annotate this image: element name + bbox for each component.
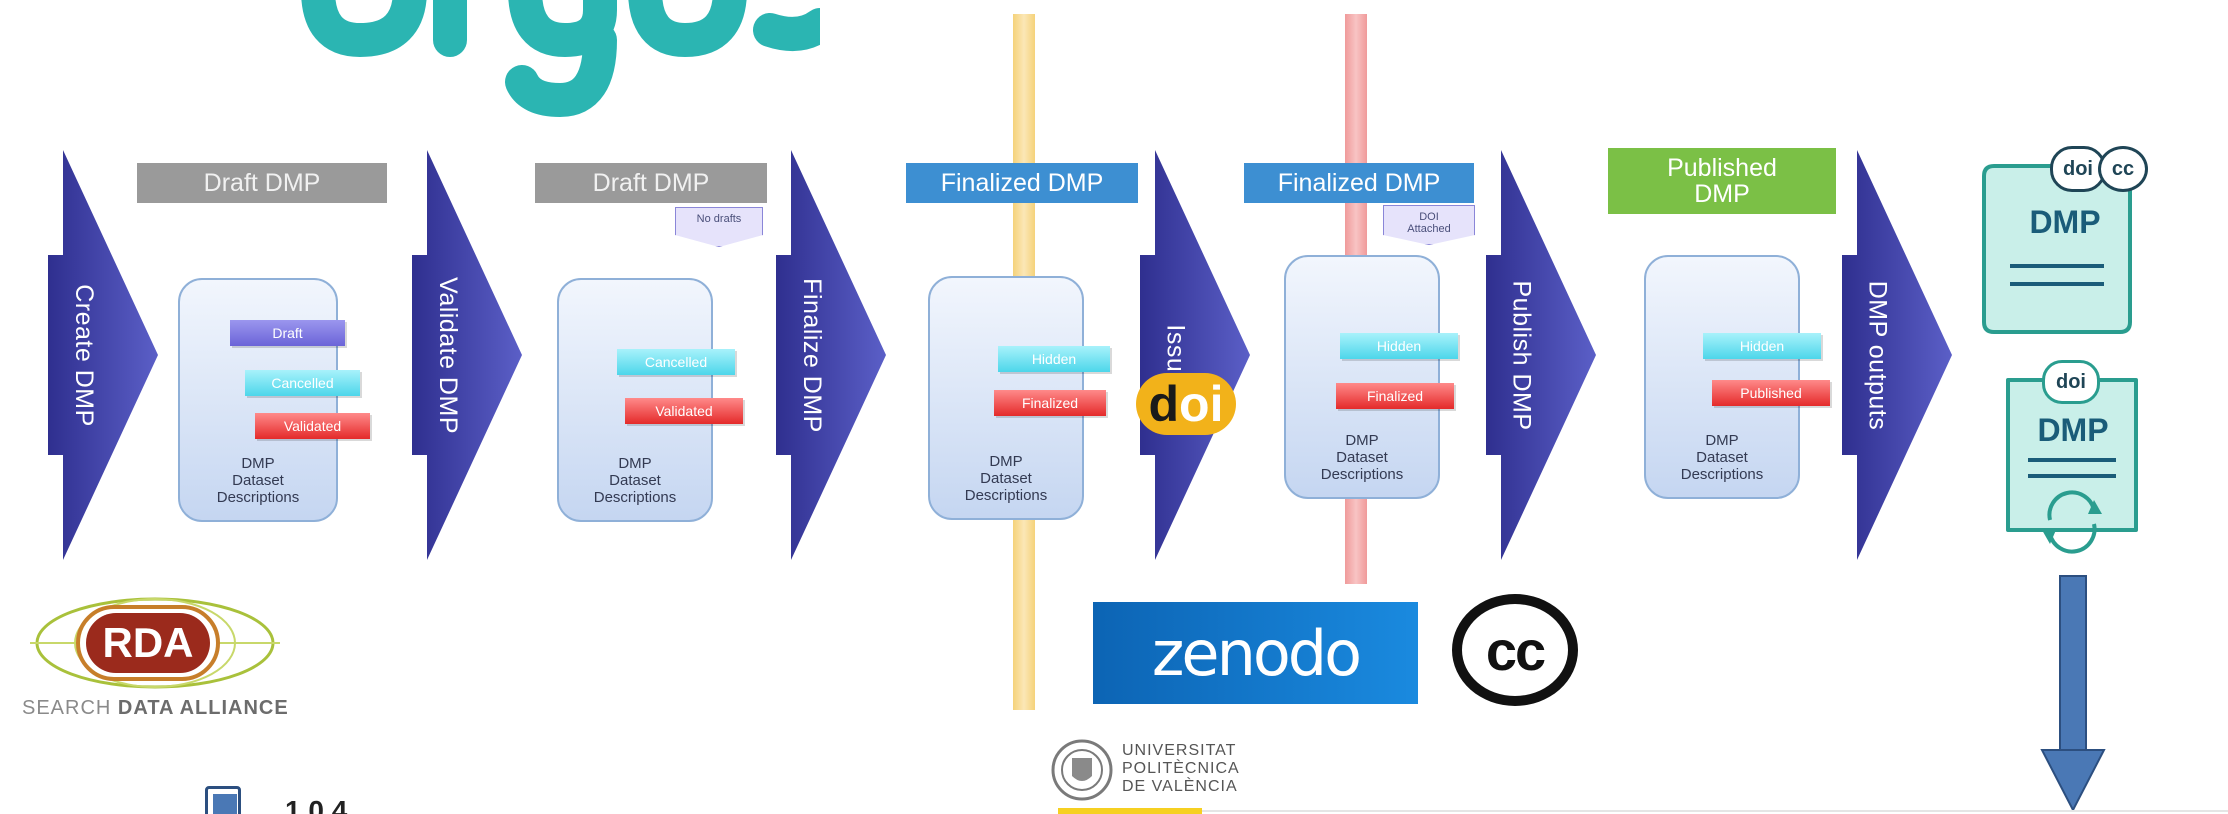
output-title: DMP [2037,412,2109,448]
status-tag-hidden: Hidden [998,346,1110,372]
step-label: Publish DMP [1507,280,1536,430]
cc-icon: cc [2098,146,2148,192]
university-logo: UNIVERSITAT POLITÈCNICA DE VALÈNCIA [1050,738,1270,802]
output-document-doi-cc: DMP doi cc [1980,146,2150,338]
footer-icon [205,786,265,814]
status-tag-hidden: Hidden [1340,333,1458,359]
step-arrow-outputs: DMP outputs [1842,150,1952,560]
status-tag-cancelled: Cancelled [245,370,360,396]
status-tag-finalized: Finalized [994,390,1106,416]
doi-icon: doi [2042,360,2100,404]
status-tag-draft: Draft [230,320,345,346]
stage-header: Finalized DMP [906,163,1138,203]
output-title: DMP [2029,204,2101,240]
step-label: DMP outputs [1863,280,1892,430]
rda-logo: RDA SEARCH DATA ALLIANCE [20,595,290,725]
argos-logo [301,0,820,118]
zenodo-logo: zenodo [1093,602,1418,704]
rda-tagline: SEARCH DATA ALLIANCE [22,697,289,719]
footer-text: 1 0 4 [285,795,348,814]
step-arrow-create: Create DMP [48,150,158,560]
status-tag-validated: Validated [255,413,370,439]
no-drafts-note: No drafts [675,207,763,247]
rda-mark: RDA [102,619,194,666]
step-label: Validate DMP [433,276,462,434]
status-tag-cancelled: Cancelled [617,349,735,375]
stage-header: Draft DMP [137,163,387,203]
footer-rule [1202,810,2228,812]
university-name: UNIVERSITAT POLITÈCNICA DE VALÈNCIA [1122,742,1240,795]
step-label: Create DMP [69,283,98,427]
status-tag-validated: Validated [625,398,743,424]
step-arrow-issue: Issue [1140,150,1250,560]
footer-yellow-strip [1058,808,1202,814]
output-document-doi: DMP doi [1998,360,2148,560]
university-seal-icon [1051,739,1113,801]
status-tag-published: Published [1712,380,1830,406]
step-arrow-validate: Validate DMP [412,150,522,560]
step-label: Finalize DMP [797,277,826,433]
stage-header: Finalized DMP [1244,163,1474,203]
step-arrow-finalize: Finalize DMP [776,150,886,560]
stage-header: Draft DMP [535,163,767,203]
step-arrow-publish: Publish DMP [1486,150,1596,560]
cc-logo: cc [1452,594,1578,706]
status-tag-hidden: Hidden [1703,333,1821,359]
down-arrow [2040,575,2106,813]
status-tag-finalized: Finalized [1336,383,1454,409]
